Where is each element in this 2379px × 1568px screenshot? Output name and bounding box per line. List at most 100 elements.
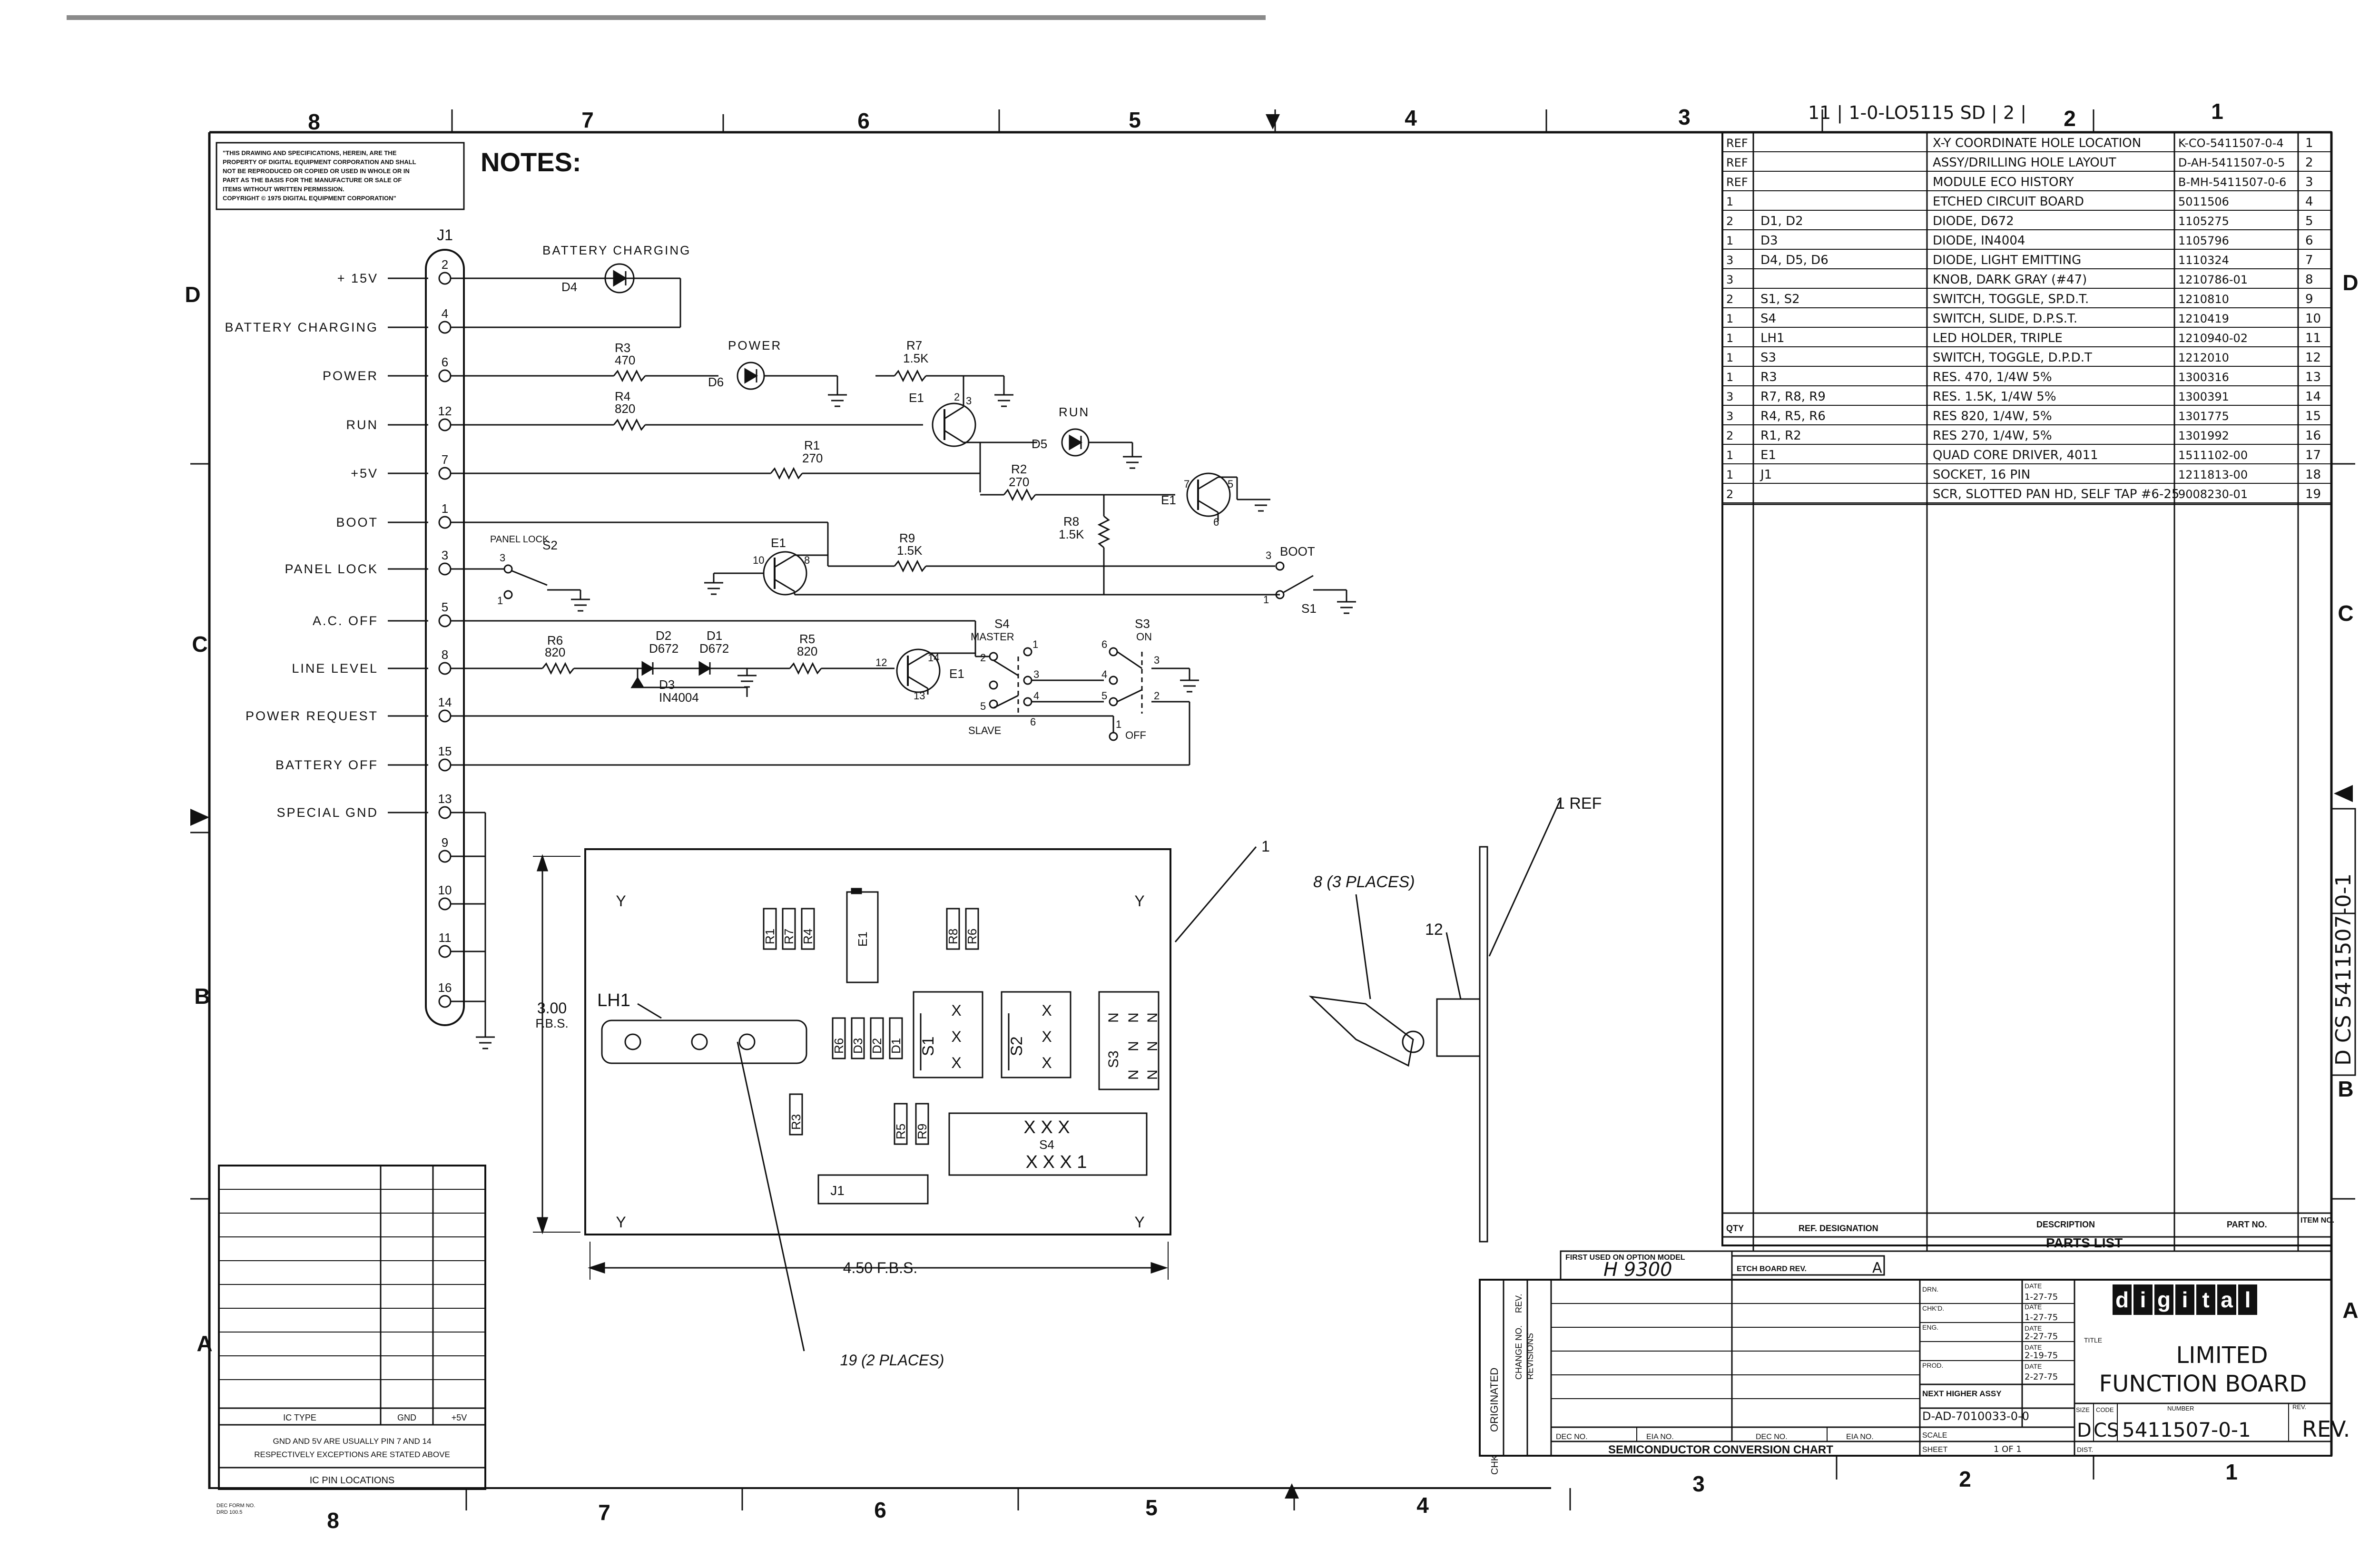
pin-number: 14 bbox=[438, 695, 452, 709]
parts-cell-desc: LED HOLDER, TRIPLE bbox=[1933, 331, 2063, 345]
parts-cell-ref: S1, S2 bbox=[1760, 292, 1800, 306]
panel-lock-label: PANEL LOCK bbox=[490, 534, 549, 545]
board-r9: R9 bbox=[915, 1124, 929, 1139]
schematic bbox=[388, 249, 1356, 1049]
next-assy-value: D-AD-7010033-0-0 bbox=[1922, 1410, 2029, 1423]
board-s3: S3 bbox=[1106, 1050, 1121, 1068]
logo-letter: g bbox=[2157, 1287, 2171, 1312]
ic-pin-table-text: IC TYPE GND +5V GND AND 5V ARE USUALLY P… bbox=[216, 1413, 467, 1515]
plus5v-header: +5V bbox=[452, 1413, 467, 1422]
date-label: DATE bbox=[2025, 1343, 2042, 1351]
parts-cell-part: K-CO-5411507-0-4 bbox=[2178, 137, 2284, 150]
pin-num: 2 bbox=[980, 652, 986, 664]
pin-num: 8 bbox=[804, 554, 810, 566]
pin-num: 10 bbox=[753, 554, 764, 566]
date-label: DATE bbox=[2025, 1303, 2042, 1311]
board-s3-n: N bbox=[1126, 1069, 1141, 1080]
row-right-A: A bbox=[2342, 1298, 2358, 1323]
board-s3-n: N bbox=[1126, 1012, 1141, 1023]
r6-value: 820 bbox=[545, 645, 565, 659]
connector-pin-numbers: J1 2 4 6 12 7 1 3 5 8 14 15 13 9 10 11 1… bbox=[437, 226, 453, 995]
r6-name: R6 bbox=[547, 633, 563, 647]
parts-cell-part: D-AH-5411507-0-5 bbox=[2178, 156, 2285, 169]
board-s4-xrow1: X X X bbox=[1023, 1117, 1070, 1137]
board-s2-x: X bbox=[1042, 1028, 1052, 1045]
date-value: 2-19-75 bbox=[2025, 1351, 2058, 1361]
height-dim-fbs: F.B.S. bbox=[535, 1016, 568, 1030]
logo-letter-box bbox=[2133, 1284, 2153, 1315]
pin-num: 3 bbox=[1033, 668, 1039, 680]
slave-label: SLAVE bbox=[968, 725, 1001, 736]
parts-cell-qty: 2 bbox=[1726, 215, 1733, 228]
parts-cell-desc: MODULE ECO HISTORY bbox=[1933, 175, 2074, 189]
r9-name: R9 bbox=[899, 531, 915, 545]
d6-label: D6 bbox=[708, 375, 724, 389]
parts-cell-ref: S3 bbox=[1760, 351, 1776, 365]
s2-label: S2 bbox=[542, 538, 558, 552]
parts-cell-item: 16 bbox=[2305, 429, 2321, 443]
date-label: DATE bbox=[2025, 1282, 2042, 1290]
parts-cell-desc: QUAD CORE DRIVER, 4011 bbox=[1933, 448, 2098, 462]
r4-value: 820 bbox=[615, 402, 635, 416]
header-qty: QTY bbox=[1726, 1224, 1744, 1233]
board-r3: R3 bbox=[789, 1114, 803, 1130]
pin-num: 6 bbox=[1213, 516, 1219, 528]
vertical-number: D CS 5411507-0-1 bbox=[2330, 808, 2356, 1076]
s3-label: S3 bbox=[1135, 617, 1150, 631]
parts-cell-qty: 2 bbox=[1726, 488, 1733, 501]
signal-label-line-level: LINE LEVEL bbox=[292, 661, 378, 676]
first-used-label: FIRST USED ON OPTION MODEL bbox=[1565, 1254, 1685, 1262]
parts-cell-ref: R4, R5, R6 bbox=[1760, 409, 1826, 423]
zone-bottom-3: 3 bbox=[1692, 1471, 1705, 1496]
pin-num: 6 bbox=[1101, 638, 1107, 650]
board-s2-x: X bbox=[1042, 1002, 1052, 1019]
zone-top-1: 1 bbox=[2211, 99, 2223, 124]
parts-cell-item: 18 bbox=[2305, 468, 2321, 482]
row-right-B: B bbox=[2338, 1077, 2353, 1101]
notice-line: ITEMS WITHOUT WRITTEN PERMISSION. bbox=[223, 186, 344, 193]
parts-cell-desc: RES. 1.5K, 1/4W 5% bbox=[1933, 390, 2056, 404]
signal-label-power-request: POWER REQUEST bbox=[246, 709, 378, 723]
pin-number: 12 bbox=[438, 404, 452, 418]
notice-line: PART AS THE BASIS FOR THE MANUFACTURE OR… bbox=[223, 176, 402, 184]
title-line1: LIMITED bbox=[2176, 1342, 2268, 1369]
logo-letter-box bbox=[2196, 1284, 2215, 1315]
board-r6: R6 bbox=[965, 929, 979, 944]
board-corner: Y bbox=[1134, 892, 1144, 910]
zone-bottom-7: 7 bbox=[598, 1500, 610, 1525]
parts-cell-part: B-MH-5411507-0-6 bbox=[2178, 176, 2286, 189]
parts-cell-item: 11 bbox=[2305, 331, 2321, 345]
ic-type-header: IC TYPE bbox=[283, 1413, 316, 1422]
zone-bottom-4: 4 bbox=[1416, 1493, 1429, 1518]
pin-number: 11 bbox=[439, 931, 452, 945]
pin-number: 5 bbox=[442, 600, 448, 614]
code-value: CS bbox=[2094, 1420, 2119, 1441]
zone-labels: 8 7 6 5 4 3 2 1 8 7 6 5 4 3 2 1 D C B A … bbox=[185, 99, 2358, 1533]
date-value: 2-27-75 bbox=[2025, 1372, 2058, 1382]
parts-cell-ref: R1, R2 bbox=[1760, 429, 1801, 443]
pin-num: 6 bbox=[1030, 716, 1036, 728]
master-label: MASTER bbox=[971, 631, 1014, 643]
ic-note-2: RESPECTIVELY EXCEPTIONS ARE STATED ABOVE bbox=[254, 1450, 450, 1459]
e1-label-4: E1 bbox=[949, 666, 964, 681]
dec-no-label: DEC NO. bbox=[1556, 1433, 1588, 1441]
d2-value: D672 bbox=[649, 641, 678, 656]
parts-cell-item: 12 bbox=[2305, 351, 2321, 365]
header-ref: REF. DESIGNATION bbox=[1799, 1224, 1878, 1233]
parts-cell-desc: DIODE, D672 bbox=[1933, 214, 2014, 228]
board-j1: J1 bbox=[830, 1183, 845, 1198]
side-view bbox=[1308, 799, 1562, 1243]
pin-num: 1 bbox=[1116, 718, 1121, 730]
pin-num: 5 bbox=[1101, 690, 1107, 702]
s4-label: S4 bbox=[994, 617, 1010, 631]
r2-name: R2 bbox=[1011, 462, 1027, 476]
signal-label-boot: BOOT bbox=[336, 515, 378, 529]
center-arrow-right bbox=[2334, 785, 2353, 802]
parts-cell-qty: 3 bbox=[1726, 273, 1733, 286]
pin-number: 10 bbox=[438, 883, 452, 897]
pin-number: 16 bbox=[438, 980, 452, 995]
parts-cell-part: 9008230-01 bbox=[2178, 488, 2248, 501]
pin-num: 1 bbox=[1032, 638, 1038, 650]
